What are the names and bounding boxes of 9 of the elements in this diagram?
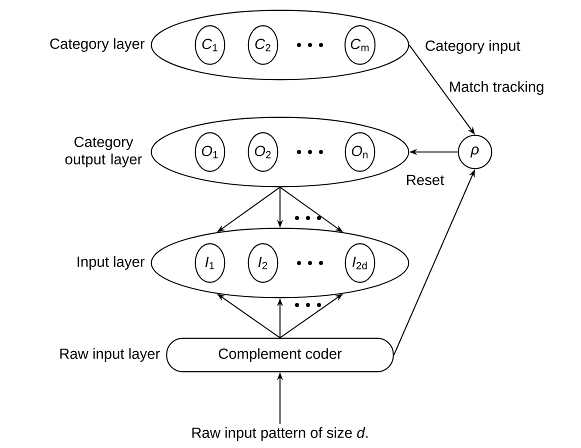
input-text: Raw input pattern of size d. [192,427,368,441]
layer-label: Input layer [78,256,145,270]
signal-label: Category input [426,40,520,54]
coder-box: Complement coder [166,338,394,372]
edge-label: Reset [404,174,446,186]
layer-label: Category layer [50,38,145,52]
layer-label: Category output layer [65,136,142,168]
edge-label: Match tracking [448,80,546,96]
layer-label: Raw input layer [60,348,160,362]
